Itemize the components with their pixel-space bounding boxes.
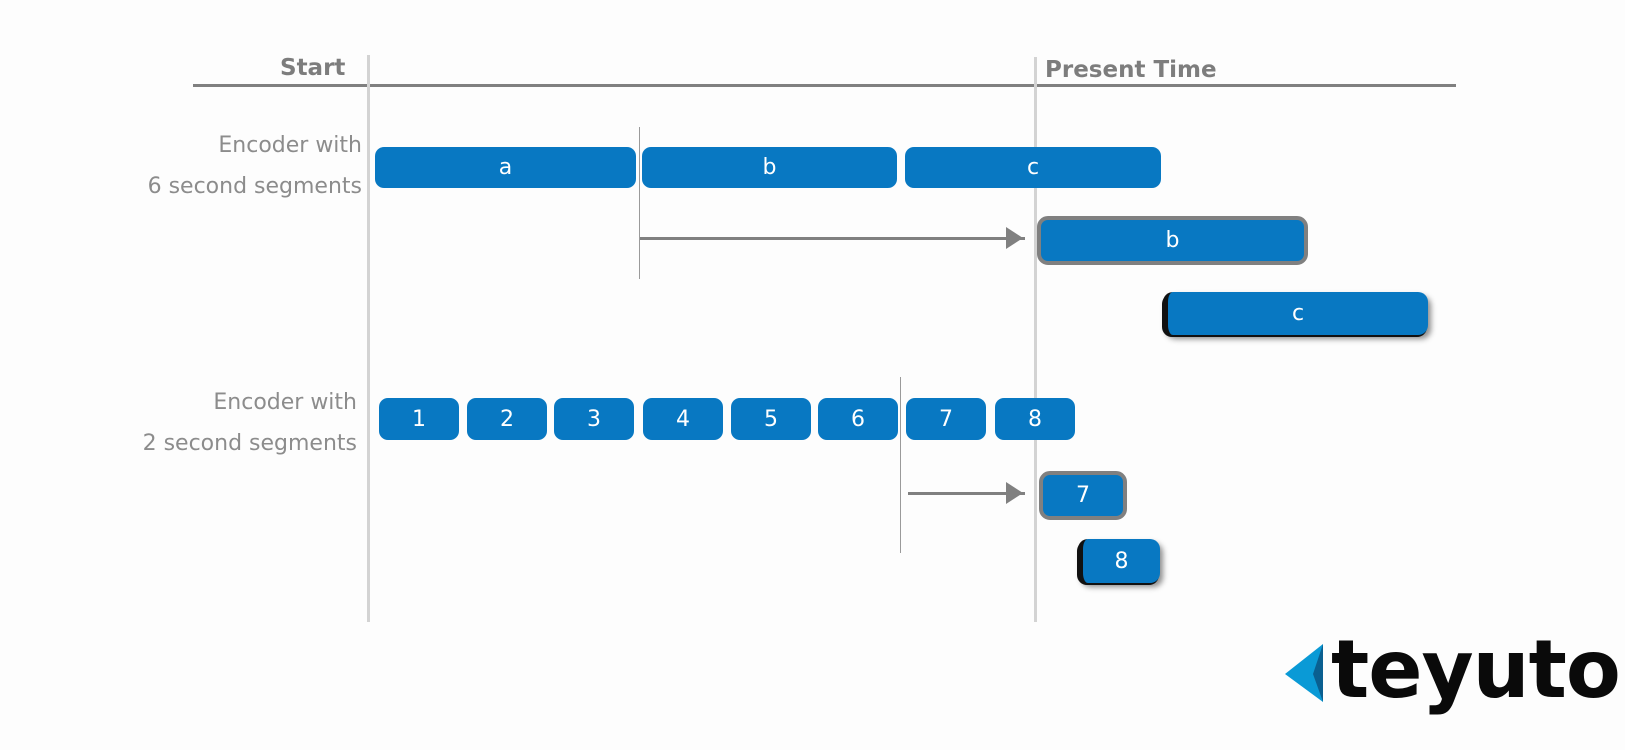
row-label-line2: 2 second segments	[142, 431, 357, 456]
start-line	[367, 55, 370, 622]
delivered-segment-7: 7	[1039, 471, 1127, 520]
row-label-line1: Encoder with	[218, 133, 362, 158]
row-label-6s: Encoder with 6 second segments	[90, 125, 362, 207]
delivered-segment-8: 8	[1078, 539, 1160, 583]
time-axis	[193, 84, 1456, 87]
segment-6: 6	[818, 398, 898, 440]
segment-4: 4	[643, 398, 723, 440]
row-label-line1: Encoder with	[213, 390, 357, 415]
present-time-label: Present Time	[1045, 57, 1217, 83]
start-label: Start	[280, 55, 346, 81]
present-time-line	[1034, 57, 1037, 622]
logo-wordmark: teyuto	[1331, 623, 1621, 716]
teyuto-logo: teyuto	[1283, 630, 1621, 716]
arrow-2s-shaft	[908, 492, 1025, 495]
delivered-segment-b: b	[1037, 216, 1308, 265]
segment-a: a	[375, 147, 636, 188]
chevron-left-icon	[1285, 644, 1323, 702]
segment-2: 2	[467, 398, 547, 440]
segment-7: 7	[906, 398, 986, 440]
row-label-2s: Encoder with 2 second segments	[80, 382, 357, 464]
segment-c: c	[905, 147, 1161, 188]
arrow-6s-shaft	[640, 237, 1025, 240]
row-label-line2: 6 second segments	[147, 174, 362, 199]
segment-b: b	[642, 147, 897, 188]
delivered-segment-c: c	[1163, 292, 1428, 335]
segment-5: 5	[731, 398, 811, 440]
segment-1: 1	[379, 398, 459, 440]
arrow-6s-head	[1006, 227, 1023, 249]
arrow-2s-head	[1006, 482, 1023, 504]
segment-boundary-line-6s	[639, 127, 640, 279]
segment-3: 3	[554, 398, 634, 440]
segment-boundary-line-2s	[900, 377, 901, 553]
segment-8: 8	[995, 398, 1075, 440]
